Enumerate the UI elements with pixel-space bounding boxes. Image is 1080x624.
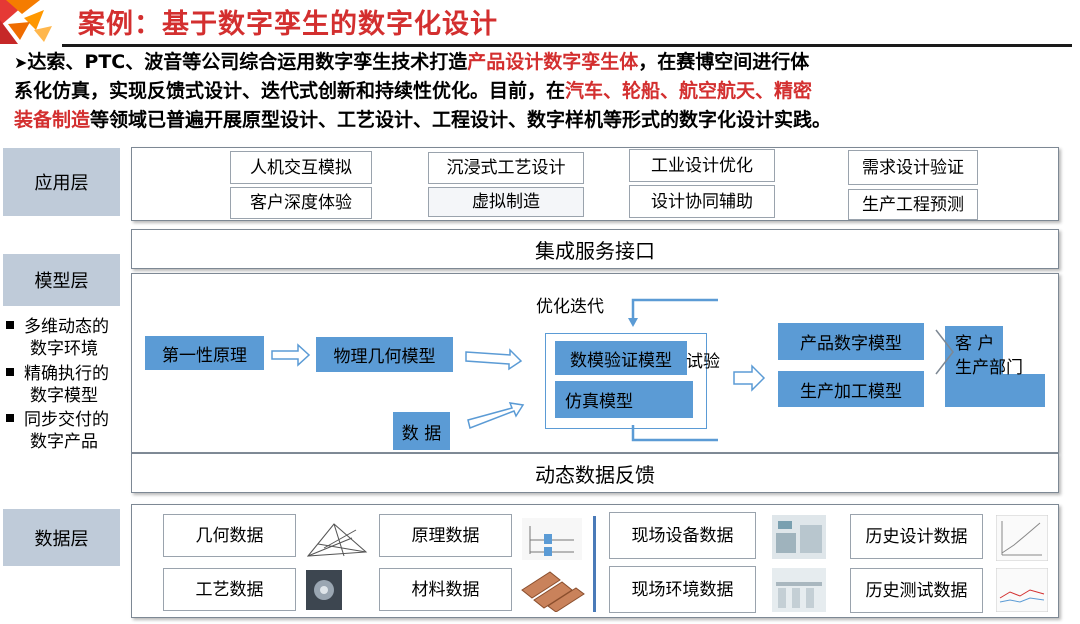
iteration-loop-line xyxy=(631,425,718,442)
data-item-historical-test: 历史测试数据 xyxy=(850,568,983,613)
arrow-icon xyxy=(271,343,311,367)
data-layer-divider xyxy=(593,516,596,612)
side-note-environment: 多维动态的 数字环境 xyxy=(6,316,109,360)
arrow-icon xyxy=(733,364,766,392)
iteration-label: 优化迭代 xyxy=(536,297,604,317)
logo xyxy=(0,0,62,44)
side-note-product: 同步交付的 数字产品 xyxy=(6,409,109,453)
data-layer-label: 数据层 xyxy=(3,509,120,566)
arrow-icon xyxy=(628,318,638,327)
model-layer-label: 模型层 xyxy=(3,254,120,306)
arrow-icon xyxy=(465,348,523,371)
intro-paragraph: ➤达索、PTC、波音等公司综合运用数字孪生技术打造产品设计数字孪生体，在赛博空间… xyxy=(14,48,1074,135)
customer-production-dept-box: 客 户 生产部门 xyxy=(945,326,1045,407)
app-item-immersive-process-design: 沉浸式工艺设计 xyxy=(428,152,584,184)
intro-line-3: 装备制造等领域已普遍开展原型设计、工艺设计、工程设计、数字样机等形式的数字化设计… xyxy=(14,109,832,131)
data-item-principle: 原理数据 xyxy=(379,514,512,557)
app-item-hmi-simulation: 人机交互模拟 xyxy=(230,151,372,184)
application-layer-label: 应用层 xyxy=(3,148,120,216)
square-bullet-icon xyxy=(6,321,14,329)
app-item-requirement-design-validation: 需求设计验证 xyxy=(848,150,978,185)
production-processing-model-box: 生产加工模型 xyxy=(778,371,924,407)
iteration-loop-line xyxy=(631,298,718,320)
data-item-process: 工艺数据 xyxy=(163,568,296,611)
page-title: 案例：基于数字孪生的数字化设计 xyxy=(78,9,498,40)
app-item-virtual-manufacturing: 虚拟制造 xyxy=(428,187,584,217)
field-equipment-thumbnail xyxy=(772,515,826,559)
arrow-icon xyxy=(467,402,525,430)
product-digital-model-box: 产品数字模型 xyxy=(778,323,924,360)
validation-loop-frame xyxy=(545,333,707,429)
data-item-geometry: 几何数据 xyxy=(163,514,296,557)
historical-design-thumbnail xyxy=(996,515,1048,561)
arrow-icon xyxy=(935,329,954,375)
data-item-field-environment: 现场环境数据 xyxy=(609,566,756,613)
historical-test-thumbnail xyxy=(996,568,1048,612)
material-thumbnail xyxy=(521,571,585,612)
square-bullet-icon xyxy=(6,368,14,376)
first-principles-box: 第一性原理 xyxy=(145,336,264,370)
app-item-design-collaboration: 设计协同辅助 xyxy=(629,185,775,218)
principle-thumbnail xyxy=(522,518,582,560)
simulation-model-box: 仿真模型 xyxy=(555,381,693,418)
numerical-validation-model-box: 数模验证模型 xyxy=(555,341,687,375)
side-note-model: 精确执行的 数字模型 xyxy=(6,363,109,407)
data-item-historical-design: 历史设计数据 xyxy=(850,514,983,559)
intro-line-1: ➤达索、PTC、波音等公司综合运用数字孪生技术打造产品设计数字孪生体，在赛博空间… xyxy=(14,51,810,73)
data-item-field-equipment: 现场设备数据 xyxy=(609,512,756,559)
test-label: 试验 xyxy=(686,352,720,372)
app-item-industrial-design-optimization: 工业设计优化 xyxy=(629,149,775,182)
physical-geometry-model-box: 物理几何模型 xyxy=(316,337,453,372)
geometry-thumbnail xyxy=(306,523,368,557)
dynamic-data-feedback: 动态数据反馈 xyxy=(131,453,1059,493)
data-item-material: 材料数据 xyxy=(379,568,512,611)
app-item-production-engineering-forecast: 生产工程预测 xyxy=(848,189,978,220)
integration-service-interface: 集成服务接口 xyxy=(131,229,1059,269)
app-item-customer-experience: 客户深度体验 xyxy=(230,187,372,219)
intro-line-2: 系化仿真，实现反馈式设计、迭代式创新和持续性优化。目前，在汽车、轮船、航空航天、… xyxy=(14,80,813,102)
field-environment-thumbnail xyxy=(772,568,826,612)
data-box: 数 据 xyxy=(393,412,450,450)
process-thumbnail xyxy=(306,570,342,610)
production-dept-box-block xyxy=(945,374,1045,407)
square-bullet-icon xyxy=(6,414,14,422)
arrow-bullet-icon: ➤ xyxy=(14,53,28,72)
title-divider xyxy=(62,44,1072,47)
